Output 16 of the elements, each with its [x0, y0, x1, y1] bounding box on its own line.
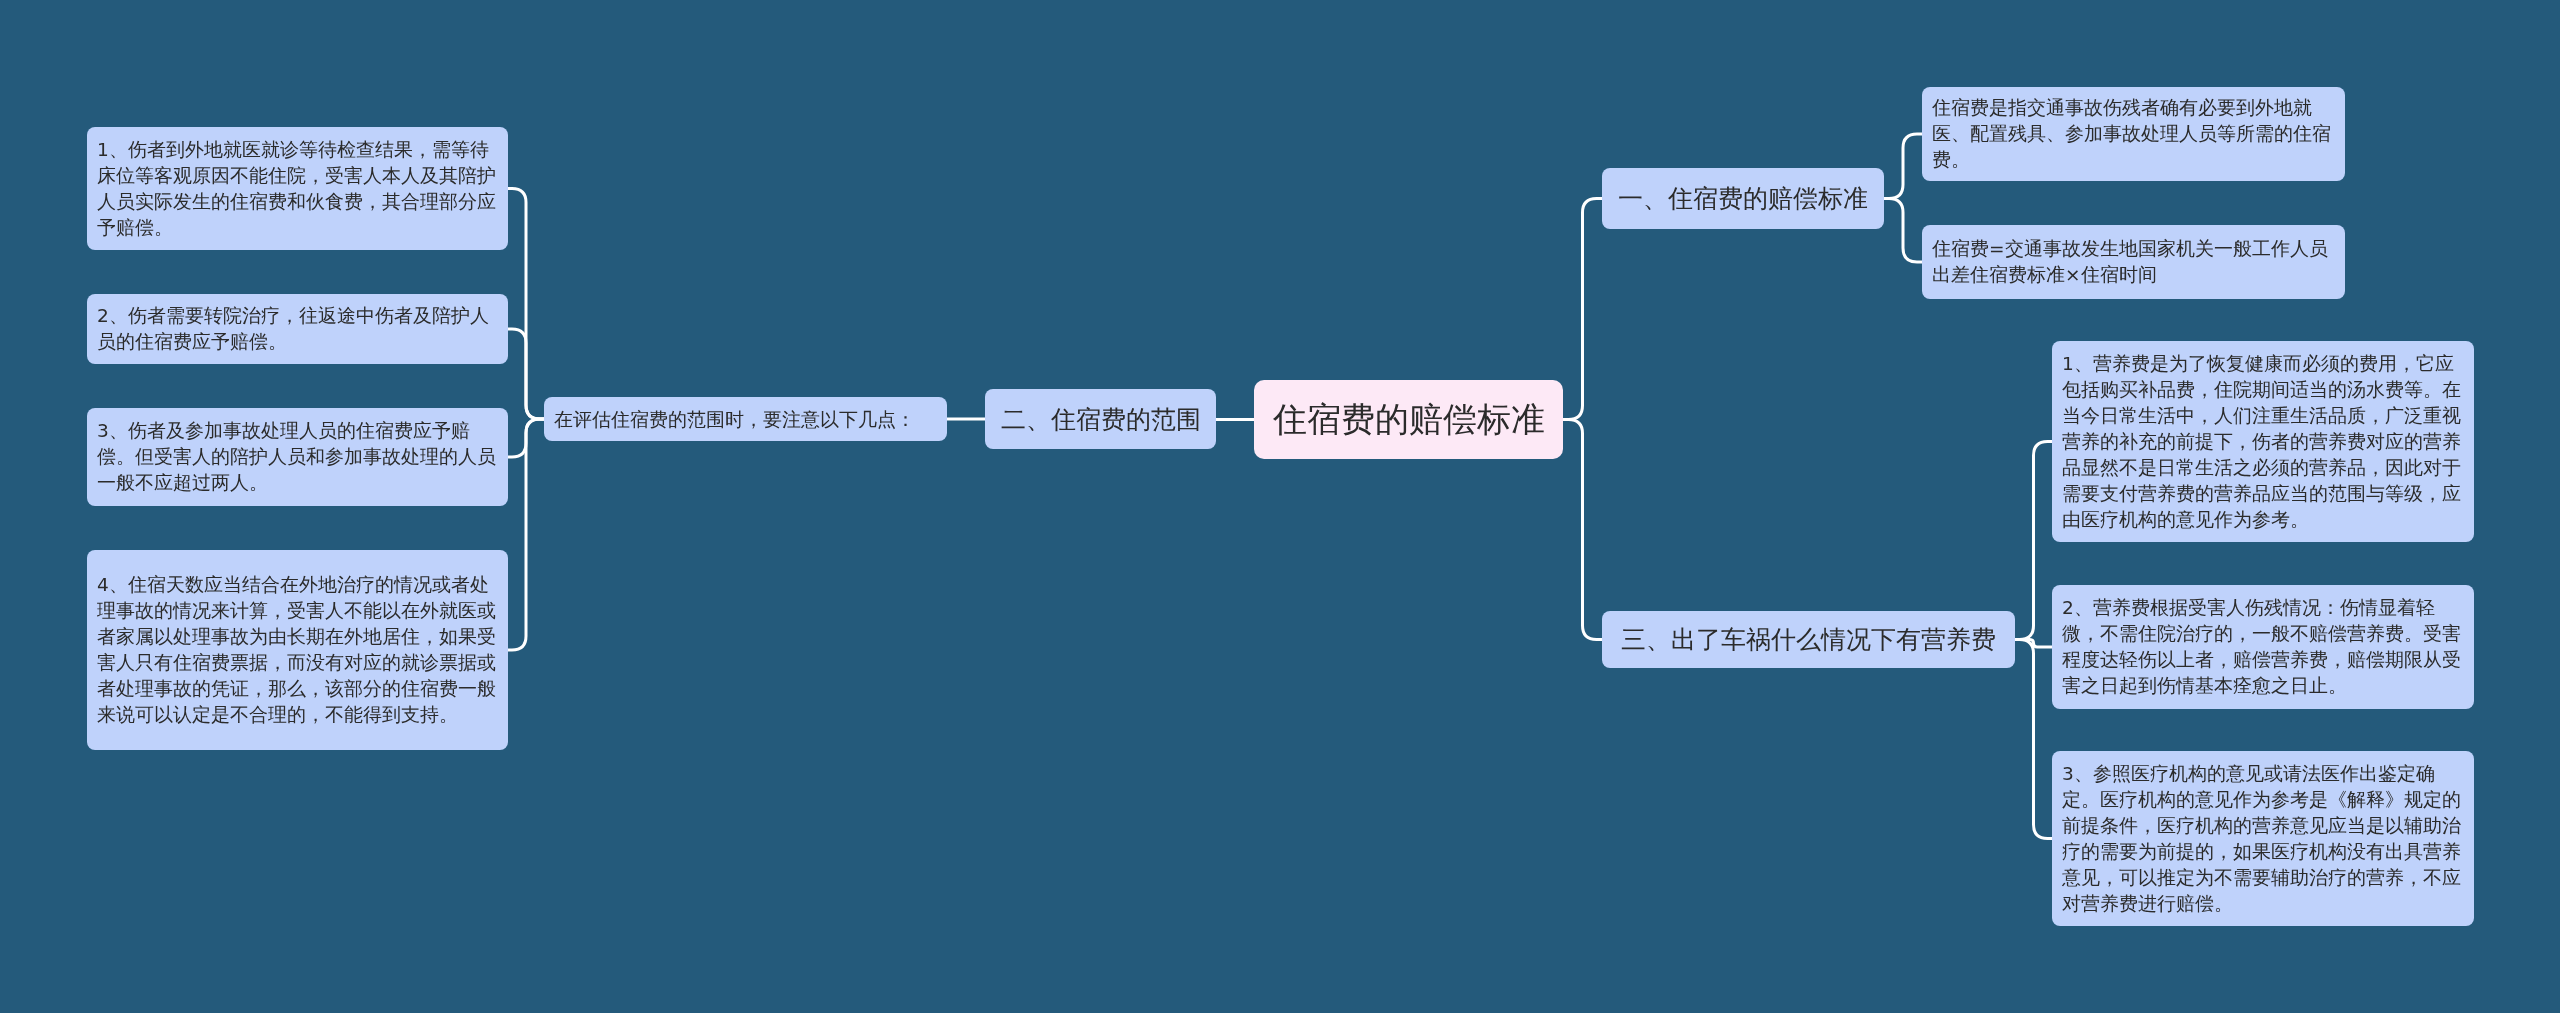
- subtopic-box: 在评估住宿费的范围时，要注意以下几点：: [544, 397, 947, 441]
- note-box: 1、营养费是为了恢复健康而必须的费用，它应包括购买补品费，住院期间适当的汤水费等。在当今日常生活中，人们注重生活品质，广泛重视营养的补充的前提下，伤者的营养费对应的营养品显然不是日常生活之必须的营养品，因此对于需要支付营养费的营养品应当的范围与等级，应由医疗机构的意见作为参考。: [2052, 341, 2474, 542]
- note-box: 4、住宿天数应当结合在外地治疗的情况或者处理事故的情况来计算，受害人不能以在外就医或者家属以处理事故为由长期在外地居住，如果受害人只有住宿费票据，而没有对应的就诊票据或者处理事故的凭证，那么，该部分的住宿费一般来说可以认定是不合理的，不能得到支持。: [87, 550, 508, 750]
- note-box: 2、伤者需要转院治疗，往返途中伤者及陪护人员的住宿费应予赔偿。: [87, 294, 508, 364]
- note-box: 住宿费=交通事故发生地国家机关一般工作人员出差住宿费标准×住宿时间: [1922, 225, 2345, 299]
- connector-line: [1216, 418, 1254, 421]
- note-box: 3、参照医疗机构的意见或请法医作出鉴定确定。医疗机构的意见作为参考是《解释》规定的前提条件，医疗机构的营养意见应当是以辅助治疗的需要为前提的，如果医疗机构没有出具营养意见，可以推定为不需要辅助治疗的营养，不应对营养费进行赔偿。: [2052, 751, 2474, 926]
- note-box: 2、营养费根据受害人伤残情况：伤情显着轻微，不需住院治疗的，一般不赔偿营养费。受害程度达轻伤以上者，赔偿营养费，赔偿期限从受害之日起到伤情基本痊愈之日止。: [2052, 585, 2474, 709]
- topic-box: 二、住宿费的范围: [985, 389, 1216, 449]
- note-box: 住宿费是指交通事故伤残者确有必要到外地就医、配置残具、参加事故处理人员等所需的住宿费。: [1922, 87, 2345, 181]
- topic-box: 三、出了车祸什么情况下有营养费: [1602, 611, 2015, 668]
- connector-line: [947, 417, 985, 421]
- topic-box: 一、住宿费的赔偿标准: [1602, 168, 1884, 229]
- note-box: 1、伤者到外地就医就诊等待检查结果，需等待床位等客观原因不能住院，受害人本人及其陪护人员实际发生的住宿费和伙食费，其合理部分应予赔偿。: [87, 127, 508, 250]
- note-box: 3、伤者及参加事故处理人员的住宿费应予赔偿。但受害人的陪护人员和参加事故处理的人员一般不应超过两人。: [87, 408, 508, 506]
- central-topic-box: 住宿费的赔偿标准: [1254, 380, 1563, 459]
